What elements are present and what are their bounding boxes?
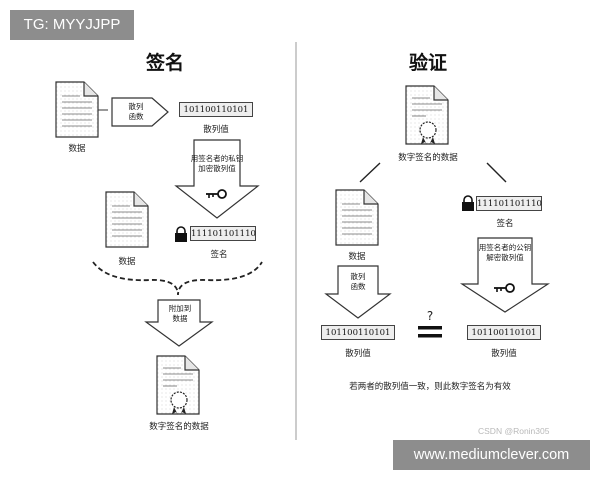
banner-bottom-right: www.mediumclever.com	[393, 440, 590, 470]
sign-signature-label: 签名	[210, 250, 228, 260]
encrypt-arrow	[174, 139, 260, 219]
certificate-icon-sign	[156, 355, 200, 415]
lock-icon-verify	[462, 195, 474, 211]
split-line-left	[359, 162, 381, 183]
sign-title: 签名	[145, 52, 185, 74]
hash-function-arrow-verify	[324, 265, 392, 319]
verify-signature-bits: 111101101110	[476, 196, 542, 211]
verify-hash-label-right: 散列值	[491, 349, 517, 359]
verify-decrypt-note: 用签名者的公钥解密散列值	[478, 243, 532, 262]
document-icon-sign-top	[55, 81, 99, 138]
watermark: CSDN @Ronin305	[478, 426, 550, 436]
split-line-right	[486, 162, 507, 183]
verify-signature-label: 签名	[496, 219, 514, 229]
sign-data-label: 数据	[68, 144, 86, 154]
key-icon-public	[494, 283, 515, 293]
verify-hash-label-left: 散列值	[345, 349, 371, 359]
key-icon-private	[206, 189, 227, 199]
verify-hash-bits-left: 101100110101	[321, 325, 395, 340]
verify-signed-data-label: 数字签名的数据	[398, 153, 458, 163]
sign-encrypt-note: 用签名者的私钥加密散列值	[190, 154, 244, 173]
sign-data-label-2: 数据	[118, 257, 136, 267]
sign-hash-bits: 101100110101	[179, 102, 253, 117]
document-icon-sign-middle	[105, 191, 149, 248]
verify-hash-bits-right: 101100110101	[467, 325, 541, 340]
equals-sign	[418, 326, 442, 338]
document-icon-verify	[335, 189, 379, 246]
sign-hash-function-label: 散列函数	[128, 102, 144, 121]
sign-hash-value-label: 散列值	[203, 125, 229, 135]
lock-icon-sign	[175, 226, 187, 242]
hash-function-arrow-sign	[111, 97, 169, 127]
banner-top-left: TG: MYYJJPP	[10, 10, 134, 40]
dashed-brace	[92, 261, 263, 296]
verify-question-mark: ?	[426, 309, 434, 323]
verify-data-label: 数据	[348, 252, 366, 262]
sign-attach-label: 附加到数据	[168, 304, 192, 323]
decrypt-arrow	[459, 237, 551, 313]
attach-arrow	[144, 299, 214, 347]
verify-hash-function-label: 散列函数	[350, 272, 366, 291]
sign-signature-bits: 111101101110	[190, 226, 256, 241]
sign-result-label: 数字签名的数据	[149, 422, 209, 432]
certificate-icon-verify	[405, 85, 449, 145]
verify-title: 验证	[408, 52, 448, 74]
verify-conclusion: 若两者的散列值一致，则此数字签名为有效	[349, 382, 511, 392]
